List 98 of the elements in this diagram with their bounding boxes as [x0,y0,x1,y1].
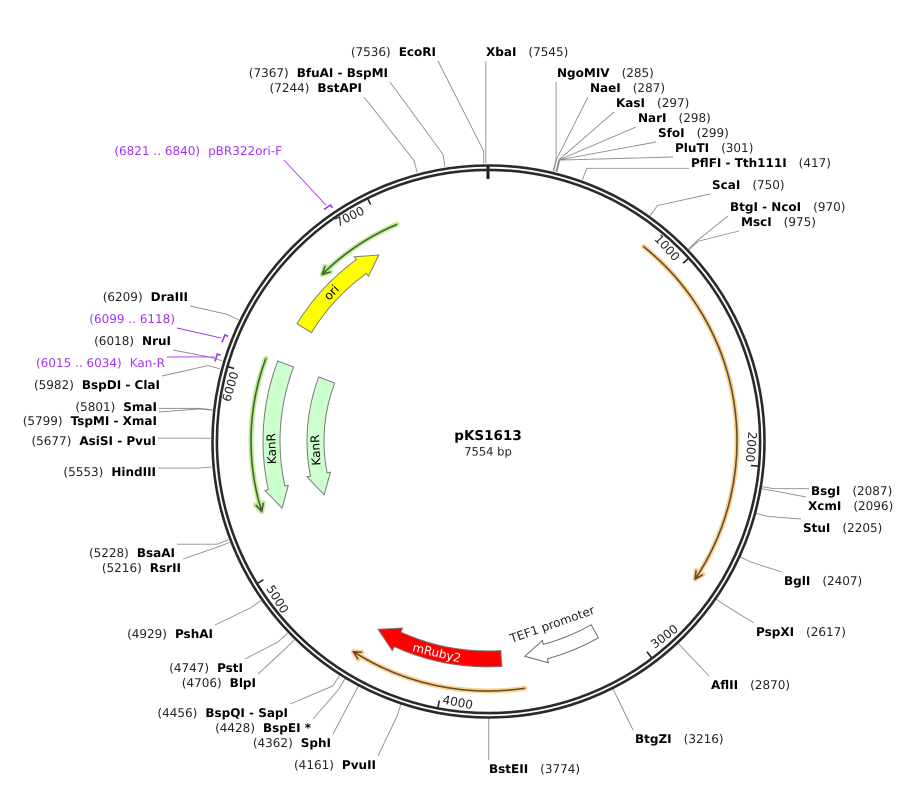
leader-line [485,60,486,164]
restriction-site-label: NarI (298) [638,111,711,125]
restriction-site-label: (4706) BlpI [182,676,256,690]
leader-line [716,598,754,624]
restriction-site-label: PspXI (2617) [756,625,846,639]
restriction-site-label: (4747) PstI [169,661,243,675]
restriction-site-label: NgoMIV (285) [557,66,654,80]
restriction-site-label: PflFI - Tth111I (417) [691,156,831,170]
feature-arrow [377,627,504,668]
leader-line [172,350,223,362]
feature-arrow [296,254,380,334]
restriction-site-label: BsgI (2087) [811,484,892,498]
tick-label: 6000 [220,370,242,404]
restriction-site-label: (6018) NruI [94,334,171,348]
restriction-site-label: (5677) AsiSI - PvuI [31,434,156,448]
leader-line [312,678,346,720]
restriction-site-label: (5228) BsaAI [88,546,175,560]
restriction-site-label: (5216) RsrII [102,561,181,575]
leader-line [158,408,213,412]
restriction-site-label: NaeI (287) [590,81,666,95]
tick-label: 4000 [441,692,474,712]
leader-line [488,718,490,760]
restriction-site-label: AflII (2870) [711,678,790,692]
tick-label: 2000 [742,431,760,463]
leader-line [176,328,222,339]
restriction-site-label: (4428) BspEI * [215,721,311,735]
primer-site-mark [220,334,229,344]
primer-label: (6821 .. 6840) pBR322ori-F [114,144,282,158]
restriction-site-label: KasI (297) [616,96,690,110]
plasmid-size: 7554 bp [464,445,512,459]
leader-line [438,60,484,164]
feature-label: ori [320,282,342,303]
restriction-site-label: (6209) DraIII [102,290,188,304]
leader-line [556,142,656,172]
leader-line [190,306,239,320]
leader-line [390,82,446,168]
restriction-site-label: BtgZI (3216) [635,732,724,746]
restriction-site-label: XbaI (7545) [486,45,568,59]
restriction-site-label: (4362) SphI [252,736,331,750]
feature-arrow [306,376,336,496]
restriction-site-label: (5799) TspMI - XmaI [22,414,157,428]
leader-line [582,168,690,180]
restriction-site-label: StuI (2205) [803,521,882,535]
leader-line [158,466,212,469]
leader-line [244,632,288,660]
feature-label: KanR [308,434,324,466]
restriction-site-label: BstEII (3774) [489,762,580,776]
restriction-site-label: PluTI (301) [675,141,754,155]
leader-line [761,488,806,498]
feature-label: mRuby2 [411,640,463,666]
leader-line [332,686,359,734]
leader-line [756,512,802,520]
leader-line [612,688,634,730]
leader-line [650,194,710,216]
restriction-site-label: XcmI (2096) [808,499,894,513]
leader-line [378,704,402,756]
primer-site-mark [322,204,334,210]
leader-line [740,556,782,572]
restriction-site-label: (5553) HindIII [63,465,156,479]
primer-label: (6099 .. 6118) [89,312,175,326]
feature-label: KanR [264,432,279,464]
leader-line [556,156,674,172]
leader-line [290,675,340,704]
restriction-site-label: (7367) BfuAI - BspMI [248,66,388,80]
restriction-site-label: (7244) BstAPI [270,81,362,95]
leader-line [556,126,636,172]
leader-line [761,486,810,490]
tick-label: 7000 [333,204,367,230]
primer-label: (6015 .. 6034) Kan-R [36,356,165,370]
leader-line [553,96,588,172]
leader-line [182,542,230,560]
leader-line [364,96,418,174]
leader-line [678,642,710,676]
leader-line [555,112,614,172]
leader-line [688,216,728,250]
restriction-site-label: BglI (2407) [784,574,862,588]
leader-line [158,438,211,439]
feature-arrow [262,360,294,510]
restriction-site-label: (7536) EcoRI [350,45,436,59]
leader-line [158,408,213,410]
restriction-site-label: (4929) PshAI [127,627,213,641]
restriction-site-label: MscI (975) [741,215,816,229]
primer-site-mark [214,352,222,362]
leader-line [162,365,220,376]
restriction-site-label: (5982) BspDI - ClaI [34,378,160,392]
restriction-site-label: BtgI - NcoI (970) [730,200,846,214]
restriction-site-label: (4161) PvuII [294,758,376,772]
restriction-site-label: ScaI (750) [712,178,785,192]
leader-line [552,82,557,172]
leader-line [166,356,216,358]
leader-line [688,230,740,250]
restriction-site-label: SfoI (299) [658,126,729,140]
leader-line [214,600,262,626]
plasmid-name: pKS1613 [454,429,522,445]
leader-line [258,639,295,674]
restriction-site-label: (4456) BspQI - SapI [157,706,288,720]
leader-line [176,539,230,545]
restriction-site-label: (5801) SmaI [75,400,157,414]
